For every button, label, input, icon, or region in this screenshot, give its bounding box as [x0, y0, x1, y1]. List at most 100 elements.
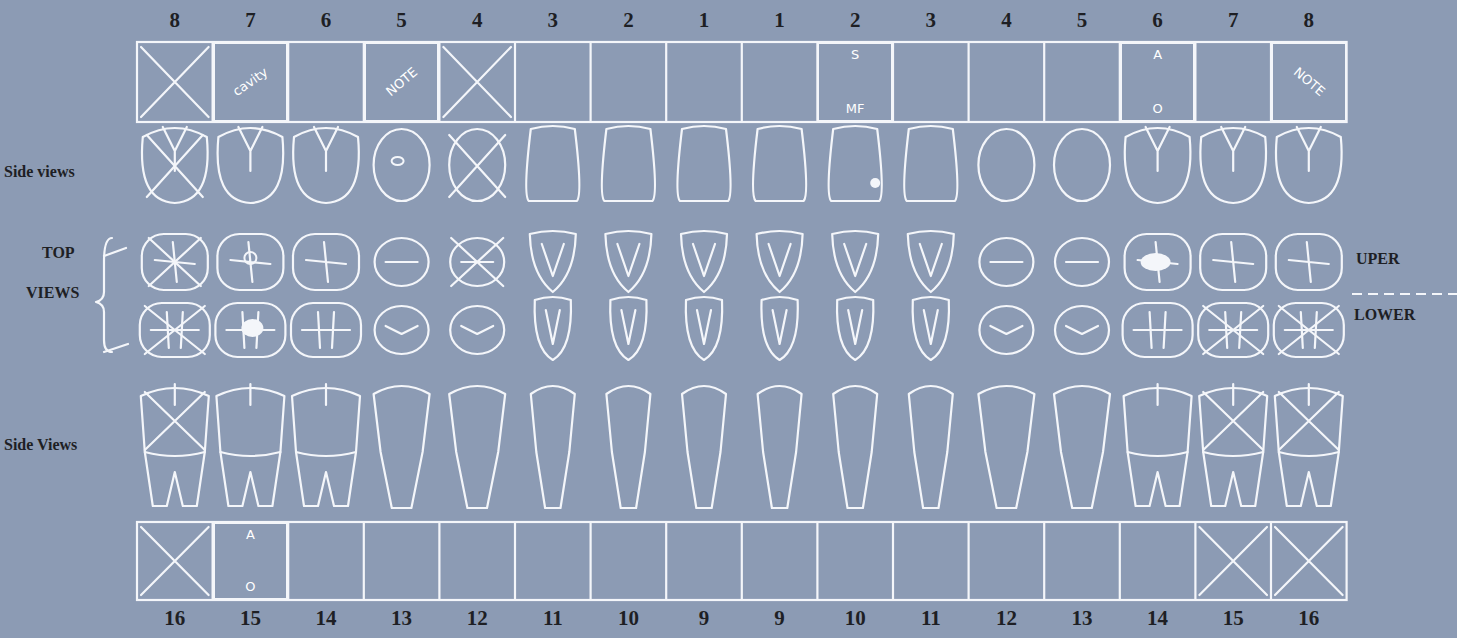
tooth-number: 8	[170, 8, 181, 33]
upper-molar-side	[1200, 128, 1266, 203]
chart-note: NOTE	[383, 65, 420, 99]
cross-mark	[149, 238, 201, 286]
grid-line	[892, 522, 894, 600]
tooth-number: 15	[1223, 606, 1244, 631]
filling-mark	[244, 252, 256, 264]
fissure-line	[1066, 326, 1098, 334]
grid-line	[514, 522, 516, 600]
lower-tooth-side	[606, 386, 650, 508]
ridge-line	[546, 310, 560, 344]
tooth-number: 4	[472, 8, 483, 33]
root-line	[314, 127, 338, 171]
grid-line	[741, 42, 743, 122]
cross-mark	[147, 135, 203, 197]
upper-incisor-top	[757, 231, 803, 292]
fissure-line	[1289, 242, 1329, 282]
fissure-line	[386, 261, 418, 263]
grid-line	[967, 522, 969, 600]
lower-molar-top	[215, 303, 285, 357]
grid-line	[438, 522, 440, 600]
chart-note: A	[246, 528, 255, 542]
upper-incisor-side	[602, 126, 655, 201]
lower-molar-top	[1274, 303, 1344, 357]
tooth-number: 15	[240, 606, 261, 631]
cross-mark	[1275, 527, 1343, 595]
upper-incisor-side	[753, 126, 806, 201]
upper-premolar-side	[449, 129, 505, 201]
row-label: VIEWS	[26, 284, 79, 302]
lower-premolar-top	[375, 306, 429, 354]
grid-line	[1270, 522, 1272, 600]
grid-line	[1043, 42, 1045, 122]
lower-molar-top	[140, 303, 210, 357]
tooth-number: 7	[245, 8, 256, 33]
filling-mark	[1141, 253, 1171, 271]
upper-incisor-top	[605, 231, 651, 292]
ridge-line	[773, 310, 787, 344]
tooth-number: 6	[321, 8, 332, 33]
tooth-number: 13	[391, 606, 412, 631]
lower-premolar-top	[450, 306, 504, 354]
upper-incisor-side	[526, 126, 579, 201]
cross-mark	[1279, 392, 1339, 450]
tooth-number: 7	[1228, 8, 1239, 33]
ridge-line	[617, 244, 639, 276]
row-label: Side Views	[4, 436, 77, 454]
tooth-number: 9	[699, 606, 710, 631]
row-label: UPER	[1356, 250, 1400, 268]
root-line	[1297, 127, 1321, 171]
tooth-number: 3	[548, 8, 559, 33]
crown-line	[1128, 384, 1188, 456]
upper-premolar-side	[1054, 129, 1110, 201]
record-cell: cavity	[213, 42, 289, 122]
chart-note: cavity	[230, 65, 270, 99]
tooth-number: 14	[1147, 606, 1168, 631]
upper-molar-top	[1276, 234, 1342, 290]
lower-tooth-side	[833, 386, 877, 508]
chart-note: NOTE	[1290, 65, 1327, 99]
tooth-number: 10	[618, 606, 639, 631]
crown-line	[296, 384, 356, 456]
grid-line	[967, 42, 969, 122]
root-line	[1221, 127, 1245, 171]
tooth-number: 5	[1077, 8, 1088, 33]
row-label: Side views	[4, 163, 75, 181]
lower-molar-top	[1198, 303, 1268, 357]
tooth-number: 5	[396, 8, 407, 33]
filling-mark	[870, 178, 880, 188]
tooth-number: 4	[1001, 8, 1012, 33]
grid-line	[1194, 522, 1196, 600]
chart-note: O	[245, 580, 255, 594]
grid-line	[514, 42, 516, 122]
crown-line	[1279, 384, 1339, 456]
record-cell: AO	[1120, 42, 1196, 122]
upper-molar-top	[1125, 234, 1191, 290]
cross-mark	[1203, 306, 1263, 354]
cross-mark	[449, 135, 505, 197]
tooth-number: 11	[921, 606, 941, 631]
upper-incisor-top	[832, 231, 878, 292]
lower-tooth-side	[978, 386, 1034, 508]
upper-molar-top	[293, 234, 359, 290]
fissure-line	[230, 242, 270, 282]
tooth-number: 1	[774, 8, 785, 33]
lower-tooth-side	[682, 386, 726, 508]
cross-mark	[1199, 527, 1267, 595]
upper-incisor-top	[530, 231, 576, 292]
upper-molar-top	[1200, 234, 1266, 290]
grid-line	[741, 522, 743, 600]
fissure-line	[1066, 261, 1098, 263]
tooth-number: 16	[1298, 606, 1319, 631]
upper-molar-side	[293, 128, 359, 203]
grid-line	[665, 522, 667, 600]
row-label: TOP	[42, 244, 75, 262]
upper-incisor-top	[681, 231, 727, 292]
cross-mark	[451, 238, 503, 286]
tooth-number: 14	[316, 606, 337, 631]
crown-line	[1203, 384, 1263, 456]
crown-line	[220, 384, 280, 456]
ridge-line	[769, 244, 791, 276]
lower-incisor-top	[610, 297, 646, 360]
record-cell: SMF	[817, 42, 893, 122]
record-grid	[137, 42, 1347, 122]
